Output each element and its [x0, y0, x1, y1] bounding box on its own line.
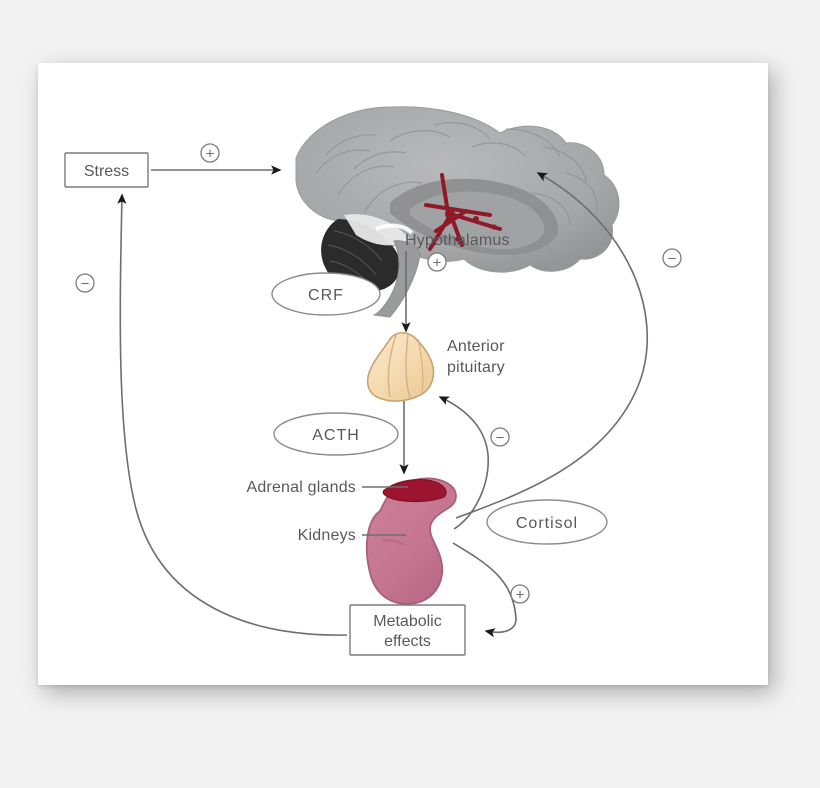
- brainstem: [372, 240, 421, 318]
- sign-circle-plus: [510, 584, 530, 604]
- stress-box[interactable]: Stress: [64, 152, 149, 188]
- metabolic-effects-box-rect[interactable]: [349, 604, 466, 656]
- crf-ellipse-shape[interactable]: [271, 272, 381, 316]
- sign-stress-to-brain: +: [200, 143, 220, 163]
- adrenal-gland-cap: [382, 479, 447, 503]
- brain-white-highlight: [375, 223, 414, 235]
- crf-ellipse[interactable]: CRF: [271, 272, 381, 316]
- pituitary-lobe-line-2: [405, 333, 411, 399]
- crf-label: CRF: [308, 287, 344, 304]
- sign-circle-minus: [75, 273, 95, 293]
- arrow-cortisol-to-metabolic: [452, 542, 517, 638]
- sign-circle-plus: [200, 143, 220, 163]
- arrow-cortisol-to-brain: [455, 172, 648, 519]
- sign-text: +: [206, 146, 215, 163]
- cortisol-ellipse[interactable]: Cortisol: [486, 499, 608, 545]
- sign-text: −: [668, 251, 677, 268]
- sign-cortisol-to-brain: −: [662, 248, 682, 268]
- stress-box-rect[interactable]: [64, 152, 149, 188]
- sign-hypothalamus-to-pituitary: +: [427, 252, 447, 272]
- kidneys-label: Kidneys: [298, 527, 356, 544]
- acth-ellipse-shape[interactable]: [273, 412, 399, 456]
- cortisol-label: Cortisol: [516, 515, 578, 532]
- sign-text: −: [496, 430, 505, 447]
- anterior-pituitary-label-line1: Anterior: [447, 338, 505, 355]
- acth-label: ACTH: [312, 427, 360, 444]
- brain-illustration: [295, 106, 620, 318]
- sign-cortisol-to-pituitary: −: [490, 427, 510, 447]
- kidney-illustration: [365, 477, 457, 605]
- metabolic-effects-box[interactable]: Metabolic effects: [349, 604, 466, 656]
- kidney-hilum-mark: [381, 539, 405, 546]
- sign-metabolic-to-stress: −: [75, 273, 95, 293]
- anterior-pituitary-illustration: [366, 331, 435, 402]
- sign-text: +: [433, 255, 442, 272]
- sign-circle-minus: [662, 248, 682, 268]
- hpa-axis-diagram: Stress + Hypothalamus + CRF: [64, 106, 682, 656]
- hypothalamus-dots: [431, 209, 497, 246]
- pituitary-lobe-line-3: [417, 338, 424, 394]
- stress-label: Stress: [84, 163, 129, 180]
- acth-ellipse[interactable]: ACTH: [273, 412, 399, 456]
- metabolic-effects-label-line1: Metabolic: [373, 613, 441, 630]
- pituitary-lobe-line-1: [387, 334, 397, 398]
- cortisol-ellipse-shape[interactable]: [486, 499, 608, 545]
- sign-circle-minus: [490, 427, 510, 447]
- metabolic-effects-label-line2: effects: [384, 633, 431, 650]
- arrow-metabolic-to-stress: [117, 193, 348, 636]
- pituitary-body: [366, 331, 435, 402]
- sign-cortisol-to-metabolic: +: [510, 584, 530, 604]
- adrenal-glands-label: Adrenal glands: [246, 479, 356, 496]
- sign-circle-plus: [427, 252, 447, 272]
- diagram-card: Stress + Hypothalamus + CRF: [38, 63, 768, 685]
- hypothalamus-label: Hypothalamus: [405, 232, 510, 249]
- anterior-pituitary-label-line2: pituitary: [447, 359, 505, 376]
- sign-text: +: [516, 587, 525, 604]
- sign-text: −: [81, 276, 90, 293]
